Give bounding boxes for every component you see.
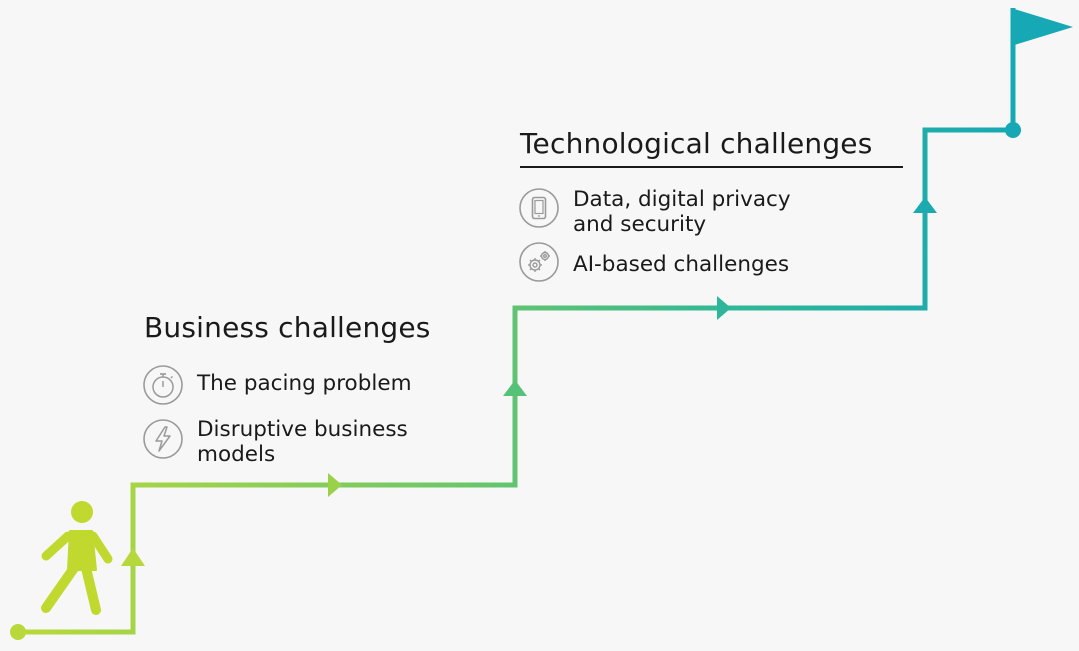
- item-pacing-problem-label: The pacing problem: [197, 371, 412, 396]
- item-ai-challenges-label: AI-based challenges: [573, 252, 790, 277]
- arrow-right-2: [717, 296, 731, 320]
- item-data-privacy-label: Data, digital privacy and security: [573, 187, 791, 237]
- business-challenges-title: Business challenges: [144, 311, 431, 344]
- start-dot: [10, 624, 26, 640]
- item-data-privacy: Data, digital privacy and security: [519, 187, 791, 237]
- item-disruptive-models: Disruptive business models: [143, 417, 408, 467]
- arrow-up-1: [121, 548, 145, 566]
- flag-icon: [1010, 8, 1073, 130]
- stopwatch-icon: [143, 365, 183, 405]
- arrow-up-3: [913, 197, 937, 213]
- walking-person-icon: [41, 501, 113, 615]
- item-disruptive-models-label: Disruptive business models: [197, 417, 408, 467]
- smartphone-icon: [519, 188, 559, 228]
- arrow-right-1: [328, 473, 342, 497]
- item-pacing-problem: The pacing problem: [143, 365, 412, 405]
- arrow-up-2: [503, 380, 527, 396]
- lightning-icon: [143, 419, 183, 459]
- item-ai-challenges: AI-based challenges: [519, 242, 789, 282]
- staircase-path: [18, 127, 1013, 635]
- technological-challenges-title: Technological challenges: [520, 130, 903, 168]
- gears-icon: [519, 242, 559, 282]
